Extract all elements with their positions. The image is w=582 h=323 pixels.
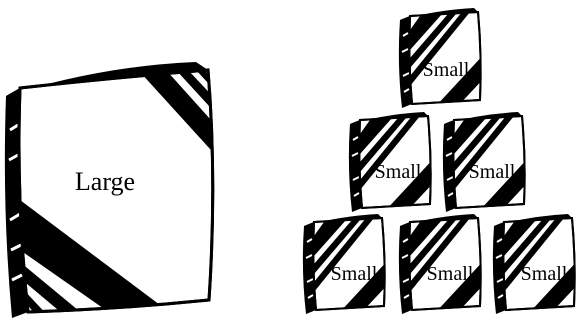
- small-box-label: Small: [427, 263, 474, 285]
- small-box-middle-right: Small: [443, 112, 530, 212]
- small-box-bottom-right: Small: [493, 214, 580, 314]
- small-box-top: Small: [399, 8, 486, 108]
- large-box: Large: [5, 62, 220, 320]
- small-box-label: Small: [375, 161, 422, 183]
- small-box-bottom-left: Small: [303, 214, 390, 314]
- small-box-label: Small: [331, 263, 378, 285]
- large-box-label: Large: [75, 167, 135, 196]
- small-box-label: Small: [423, 59, 470, 81]
- small-box-label: Small: [469, 161, 516, 183]
- small-box-bottom-center: Small: [399, 214, 486, 314]
- small-box-middle-left: Small: [349, 112, 436, 212]
- small-box-label: Small: [521, 263, 568, 285]
